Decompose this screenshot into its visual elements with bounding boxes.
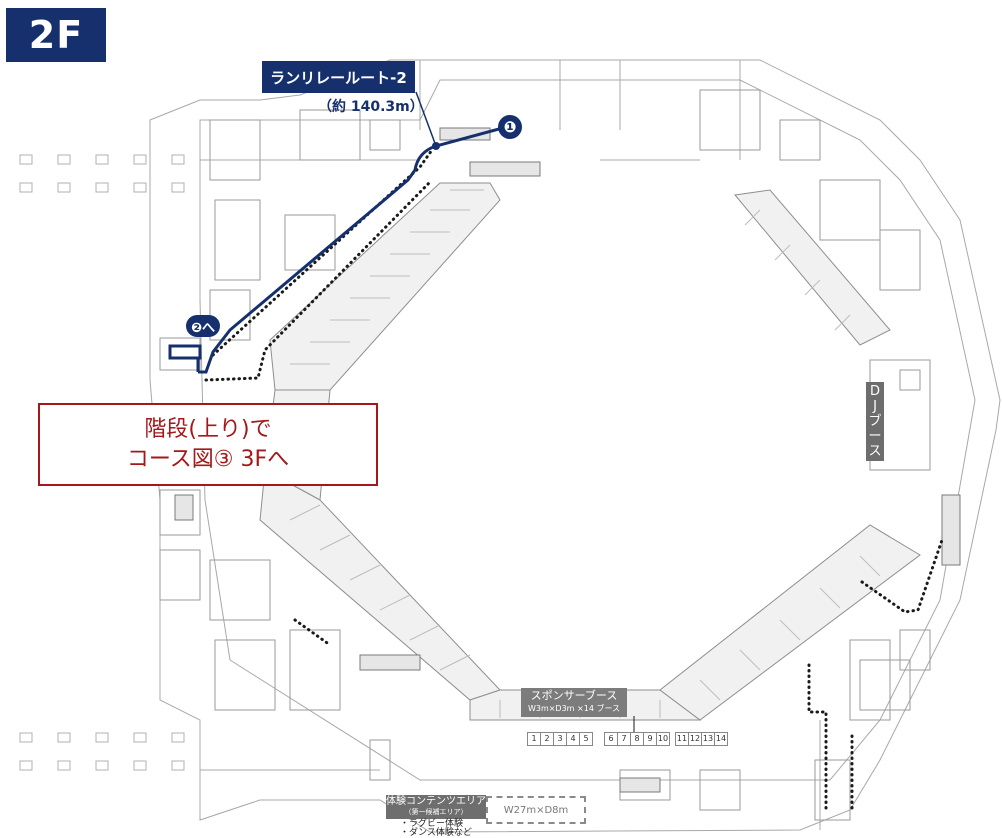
rooms-right	[699, 89, 931, 711]
booth-number: 14	[714, 732, 728, 746]
start-marker: ❶	[498, 115, 522, 139]
floor-badge: 2F	[6, 8, 106, 62]
stand-hatching	[289, 189, 881, 718]
booth-number: 2	[540, 732, 554, 746]
experience-item: ・ダンス体験など	[400, 828, 472, 838]
booth-number: 7	[617, 732, 631, 746]
experience-area-size: W27m×D8m	[486, 796, 586, 824]
route-end-box	[168, 344, 202, 360]
dj-booth-label: D J ブ ー ス	[866, 382, 884, 461]
stairs-callout: 階段(上り)で コース図③ 3Fへ	[38, 403, 378, 486]
experience-area-label: 体験コンテンツエリア （第一候補エリア）	[386, 795, 486, 819]
booth-number: 9	[643, 732, 657, 746]
experience-title: 体験コンテンツエリア	[386, 796, 486, 807]
booth-number: 11	[675, 732, 689, 746]
sponsor-title: スポンサーブース	[530, 689, 618, 702]
booth-number: 3	[553, 732, 567, 746]
route-title: ランリレールート-2	[262, 61, 415, 93]
dj-char: ー	[868, 429, 882, 444]
booth-number: 6	[604, 732, 618, 746]
dj-char: J	[873, 399, 877, 414]
booth-number: 4	[566, 732, 580, 746]
callout-line-2: コース図③ 3Fへ	[126, 446, 290, 472]
building-outline	[149, 59, 1001, 833]
route-distance: （約 140.3m）	[318, 99, 424, 115]
booth-number: 13	[701, 732, 715, 746]
next-marker: ❷へ	[186, 315, 221, 337]
callout-line-1: 階段(上り)で	[144, 416, 272, 442]
stairs	[174, 127, 961, 793]
booth-number: 5	[579, 732, 593, 746]
booth-number: 10	[656, 732, 670, 746]
dj-char: D	[869, 384, 880, 399]
experience-item: ・ラグビー体験	[400, 819, 464, 829]
sponsor-size: W3m×D3m ×14 ブース	[527, 704, 621, 713]
route-title-leader	[415, 91, 437, 147]
column-grid	[19, 154, 185, 771]
dj-char: ブ	[868, 414, 882, 429]
sponsor-booth-label: スポンサーブース W3m×D3m ×14 ブース	[521, 688, 627, 717]
booth-number: 1	[527, 732, 541, 746]
dj-char: ス	[868, 444, 882, 459]
experience-sub: （第一候補エリア）	[404, 808, 468, 816]
booth-number: 12	[688, 732, 702, 746]
experience-list: ・ラグビー体験 ・ダンス体験など	[400, 820, 472, 838]
booth-number: 8	[630, 732, 644, 746]
dotted-guides	[204, 148, 944, 812]
